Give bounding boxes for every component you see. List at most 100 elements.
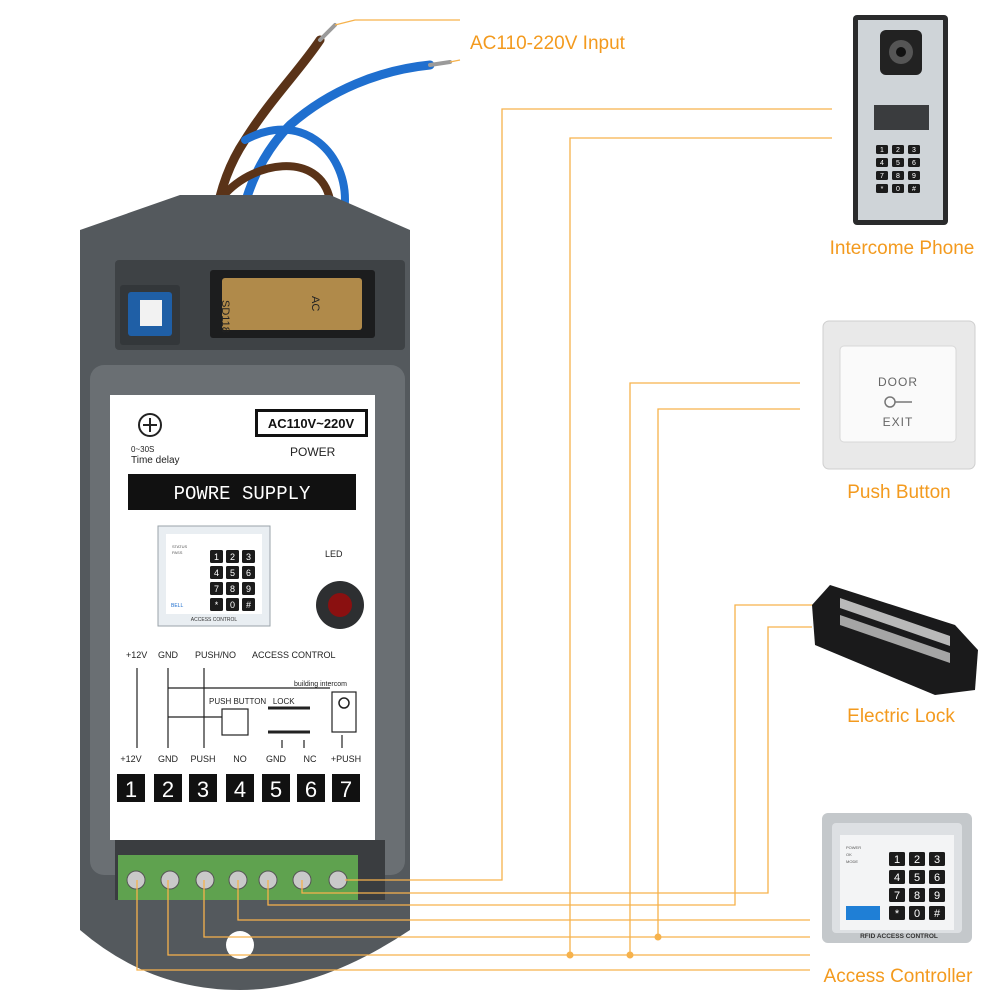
keypad-key-label: 8 bbox=[896, 173, 900, 180]
keypad-key-label: # bbox=[246, 600, 251, 610]
keypad-key-label: 3 bbox=[912, 147, 916, 154]
terminal-number: 7 bbox=[340, 777, 352, 802]
keypad-key bbox=[892, 171, 904, 180]
push-button-device: DOOR EXIT bbox=[822, 320, 976, 470]
building-intercom-label: building intercom bbox=[294, 681, 347, 688]
keypad-key bbox=[929, 906, 945, 920]
keypad-key-label: 2 bbox=[914, 854, 920, 866]
panel-keypad-status: STATUS bbox=[172, 544, 188, 549]
keypad-key bbox=[242, 550, 255, 563]
label-intercom: Intercome Phone bbox=[830, 238, 975, 259]
keypad-key-label: 7 bbox=[880, 173, 884, 180]
bottom-label-push2: +PUSH bbox=[331, 754, 361, 764]
controller-wire-1 bbox=[136, 880, 810, 971]
keypad-key bbox=[909, 870, 925, 884]
keypad-key bbox=[226, 566, 239, 579]
title-bar bbox=[128, 474, 356, 510]
bell-icon bbox=[846, 906, 880, 920]
controller-wire-5 bbox=[267, 620, 736, 906]
keypad-key bbox=[889, 906, 905, 920]
terminal-number: 2 bbox=[162, 777, 174, 802]
keypad-key-label: 4 bbox=[214, 568, 219, 578]
top-row-labels: +12V GND PUSH/NO ACCESS CONTROL bbox=[126, 650, 336, 660]
keypad-key bbox=[892, 158, 904, 167]
keypad-key-label: 4 bbox=[894, 872, 900, 884]
keypad-key bbox=[226, 582, 239, 595]
keypad-key-label: 0 bbox=[914, 908, 920, 920]
keypad-key bbox=[876, 184, 888, 193]
controller-status-ok: OK bbox=[846, 852, 852, 857]
keypad-key-label: * bbox=[881, 186, 884, 193]
terminal-number: 6 bbox=[305, 777, 317, 802]
keypad-key bbox=[876, 145, 888, 154]
bottom-label-nc: NC bbox=[304, 754, 317, 764]
terminal-number: 4 bbox=[234, 777, 246, 802]
keypad-key-label: 7 bbox=[894, 890, 900, 902]
controller-wire-6 bbox=[301, 630, 769, 894]
keypad-key-label: 8 bbox=[230, 584, 235, 594]
bottom-label-gnd2: GND bbox=[266, 754, 287, 764]
panel-keypad-caption: ACCESS CONTROL bbox=[191, 617, 238, 623]
push-button-exit: EXIT bbox=[883, 415, 914, 429]
keypad-key-label: 4 bbox=[880, 160, 884, 167]
keypad-key-label: 6 bbox=[246, 568, 251, 578]
push-wire-1 bbox=[629, 382, 800, 955]
intercom-wire-2 bbox=[569, 137, 832, 955]
keypad-key bbox=[909, 852, 925, 866]
top-label-access-control: ACCESS CONTROL bbox=[252, 650, 336, 660]
panel-title: POWRE SUPPLY bbox=[174, 483, 311, 505]
keypad-key-label: 9 bbox=[934, 890, 940, 902]
controller-status-power: POWER bbox=[846, 845, 861, 850]
keypad-key bbox=[929, 852, 945, 866]
terminal-number-box bbox=[332, 774, 360, 802]
keypad-key-label: 8 bbox=[914, 890, 920, 902]
keypad-key bbox=[908, 171, 920, 180]
power-label: POWER bbox=[290, 445, 336, 459]
keypad-key-label: 3 bbox=[934, 854, 940, 866]
terminal-number-box bbox=[297, 774, 325, 802]
push-button-door: DOOR bbox=[878, 375, 918, 389]
top-label-gnd: GND bbox=[158, 650, 179, 660]
keypad-key bbox=[210, 598, 223, 611]
keypad-key bbox=[226, 598, 239, 611]
label-access-controller: Access Controller bbox=[824, 966, 974, 987]
top-label-12v: +12V bbox=[126, 650, 147, 660]
lock-wire-2 bbox=[767, 626, 812, 630]
led-label: LED bbox=[325, 549, 343, 559]
keypad-key-label: 5 bbox=[914, 872, 920, 884]
top-label-push-no: PUSH/NO bbox=[195, 650, 236, 660]
keypad-key-label: 9 bbox=[912, 173, 916, 180]
keypad-key bbox=[889, 888, 905, 902]
keypad-key bbox=[210, 550, 223, 563]
bottom-label-gnd: GND bbox=[158, 754, 179, 764]
keypad-key bbox=[242, 566, 255, 579]
push-button-lock-label: PUSH BUTTON LOCK bbox=[209, 697, 295, 706]
keypad-key bbox=[210, 566, 223, 579]
label-ac-input: AC110-220V Input bbox=[470, 33, 626, 54]
input-wire-1 bbox=[334, 19, 460, 26]
keypad-key-label: 1 bbox=[880, 147, 884, 154]
schematic-lines bbox=[136, 668, 357, 748]
keypad-key bbox=[210, 582, 223, 595]
wire-junctions bbox=[566, 933, 662, 959]
terminal-number: 3 bbox=[197, 777, 209, 802]
keypad-key bbox=[909, 906, 925, 920]
terminal-number: 1 bbox=[125, 777, 137, 802]
keypad-key-label: * bbox=[215, 600, 219, 610]
keypad-key-label: 9 bbox=[246, 584, 251, 594]
plus-icon bbox=[138, 413, 162, 437]
keypad-key bbox=[889, 870, 905, 884]
keypad-key bbox=[908, 184, 920, 193]
controller-status-mode: MODE bbox=[846, 859, 858, 864]
bottom-label-no: NO bbox=[233, 754, 247, 764]
keypad-key bbox=[889, 852, 905, 866]
panel-label: 0~30S Time delay AC110V~220V POWER POWRE… bbox=[117, 409, 368, 802]
keypad-key bbox=[908, 145, 920, 154]
bottom-label-12v: +12V bbox=[120, 754, 141, 764]
panel-keypad-bell: BELL bbox=[171, 603, 183, 609]
